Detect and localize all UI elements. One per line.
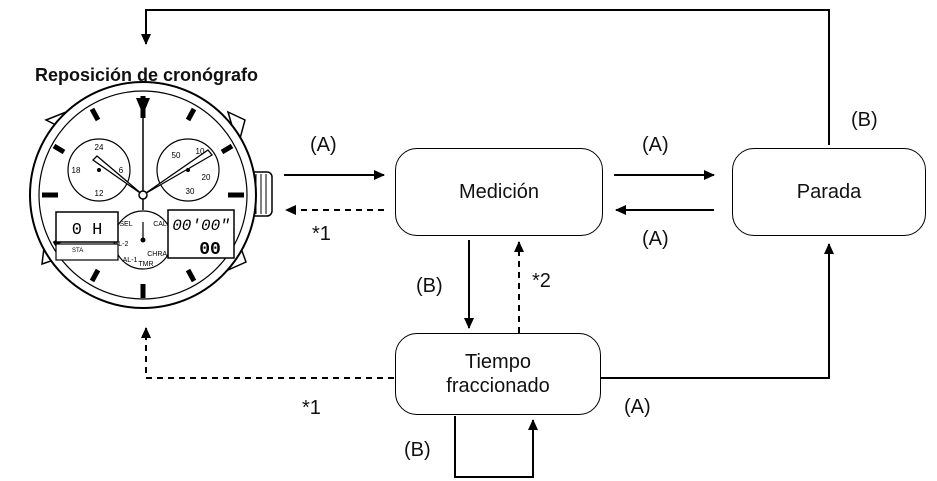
state-measure: Medición (395, 148, 603, 236)
diagram-title: Reposición de cronógrafo (35, 65, 259, 85)
label-note2: *2 (532, 270, 551, 292)
svg-text:24: 24 (95, 143, 104, 152)
svg-text:6: 6 (119, 166, 124, 175)
svg-text:CHRACE: CHRACE (147, 251, 177, 258)
svg-text:TMR: TMR (138, 261, 153, 268)
svg-text:CAL: CAL (153, 221, 167, 228)
watch-illustration: 24 18 12 6 50 20 30 10 SEL CAL AL-2 AL-1… (29, 81, 273, 309)
lcd-left (55, 211, 119, 243)
lcd-right (167, 209, 235, 259)
arrow-split-to-stop (600, 243, 834, 379)
label-note1-measure: *1 (312, 223, 331, 245)
label-note1-split: *1 (302, 397, 321, 419)
label-a-stop-to-measure: (A) (642, 228, 669, 250)
svg-text:00'00": 00'00" (172, 217, 230, 235)
svg-text:AL-2: AL-2 (114, 241, 129, 248)
lcd-left-lower (55, 243, 119, 261)
svg-text:20: 20 (202, 173, 211, 182)
arrow-split-to-reset (141, 327, 394, 379)
label-a-reset-to-measure: (A) (310, 134, 337, 156)
svg-text:10: 10 (196, 147, 205, 156)
state-measure-label: Medición (458, 181, 540, 203)
svg-text:50: 50 (172, 151, 181, 160)
label-a-split-to-stop: (A) (624, 396, 651, 418)
arrow-split-self-loop (454, 416, 538, 478)
label-b-stop-to-reset: (B) (851, 109, 878, 131)
state-split-label-line1: Tiempo (465, 351, 531, 373)
label-a-measure-to-stop: (A) (642, 134, 669, 156)
label-b-split-self: (B) (404, 439, 431, 461)
svg-text:AL-1: AL-1 (123, 257, 138, 264)
svg-text:STA: STA (72, 248, 83, 254)
svg-text:00: 00 (199, 240, 221, 260)
state-split: Tiempo fraccionado (395, 333, 601, 415)
label-b-measure-to-split: (B) (416, 275, 443, 297)
state-stop-label: Parada (796, 181, 862, 203)
arrow-stop-to-reset (141, 9, 830, 145)
state-stop: Parada (732, 148, 926, 236)
svg-text:12: 12 (95, 189, 104, 198)
svg-text:30: 30 (186, 187, 195, 196)
state-split-label-line2: fraccionado (446, 375, 550, 397)
svg-text:0 H: 0 H (72, 221, 103, 240)
transition-arrows (141, 9, 834, 478)
svg-text:SEL: SEL (119, 221, 132, 228)
svg-text:18: 18 (72, 166, 81, 175)
